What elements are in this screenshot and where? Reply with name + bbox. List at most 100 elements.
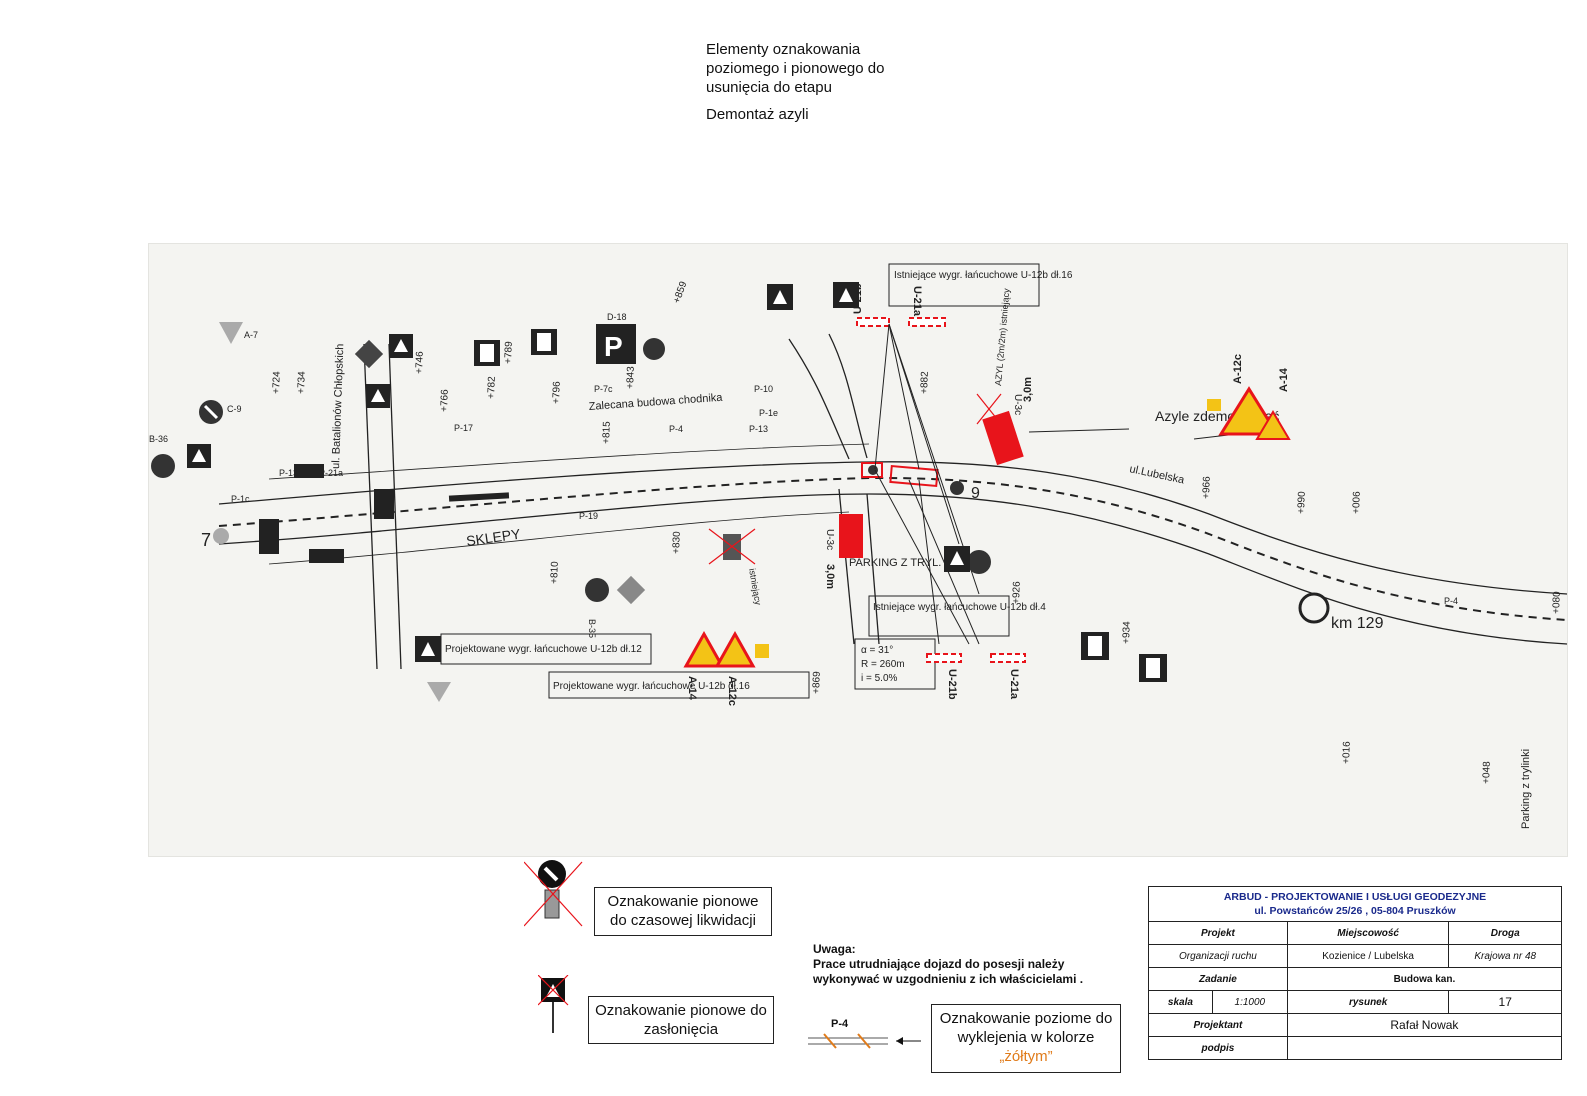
legend-yellow-word: „żółtym” — [999, 1048, 1053, 1065]
sign-b35: B-35 — [585, 578, 609, 638]
street-batalionow-label: ul. Batalionów Chłopskich — [330, 343, 346, 469]
mileage-766: +766 — [439, 389, 451, 412]
legend-cover: Oznakowanie pionowe do zasłonięcia — [588, 996, 774, 1044]
note-title: Uwaga: — [813, 942, 856, 956]
u3c-bottom-label: U-3c — [824, 529, 835, 550]
legend-p4-marking: P-4 — [806, 1018, 926, 1059]
p4-marking-label: P-4 — [831, 1018, 849, 1030]
sign-azyl-cross: AZYL (2m/2m) istniejący — [976, 287, 1012, 425]
sign-d15-2 — [531, 329, 557, 355]
u3c-top: 3,0m U-3c — [982, 377, 1034, 466]
sign-a12c-bottom: A-12c — [714, 630, 769, 706]
u12b-top-label: Istniejące wygr. łańcuchowe U-12b dł.16 — [894, 270, 1073, 281]
u3c-bottom: 3,0m U-3c — [824, 514, 863, 589]
stamp-droga-value: Krajowa nr 48 — [1448, 944, 1562, 968]
mileage-926: +926 — [1011, 581, 1023, 604]
p10-label: P-10 — [754, 384, 773, 394]
mileage-016: +016 — [1341, 741, 1353, 764]
p1c-label: P-1c — [231, 494, 250, 504]
stamp-miejscowosc-header: Miejscowość — [1286, 921, 1450, 945]
km-marker-label: km 129 — [1331, 615, 1384, 632]
sign-a7-bottom — [427, 682, 451, 702]
sign-a12c-top: A-12c — [1207, 354, 1280, 436]
sign-d15-bottom2 — [1139, 654, 1167, 682]
mileage-815: +815 — [601, 421, 613, 444]
legend-liquidation-text: Oznakowanie pionowe do czasowej likwidac… — [607, 893, 759, 929]
mileage-934: +934 — [1121, 621, 1133, 644]
p17-label: P-17 — [454, 423, 473, 433]
p13-label: P-13 — [279, 468, 298, 478]
road-plan-drawing: km 129 7 9 SKLEPY ul.Lubelska ul. Batali… — [148, 243, 1568, 857]
stamp-projektant-value: Rafał Nowak — [1286, 1013, 1563, 1037]
sign-a14-top: A-14 — [1255, 367, 1291, 440]
p1e-label: P-1e — [759, 408, 778, 418]
note-body: Prace utrudniające dojazd do posesji nal… — [813, 957, 1084, 986]
km-marker: km 129 — [1298, 592, 1384, 632]
svg-text:P: P — [604, 331, 623, 362]
legend-cover-text: Oznakowanie pionowe do zasłonięcia — [595, 1002, 767, 1038]
stamp-projekt-value: Organizacji ruchu — [1148, 944, 1288, 968]
stamp-rysunek-value: 17 — [1448, 990, 1562, 1014]
title-stamp-table: ARBUD - PROJEKTOWANIE I USŁUGI GEODEZYJN… — [1148, 886, 1563, 1060]
sklepy-label: SKLEPY — [465, 525, 522, 549]
header-title: Elementy oznakowania poziomego i pionowe… — [706, 41, 885, 96]
a12c-top-label: A-12c — [1232, 354, 1244, 384]
stamp-podpis-value — [1286, 1036, 1563, 1060]
sign-d6-3 — [389, 334, 413, 358]
mileage-843: +843 — [625, 366, 637, 389]
sign-b36-top — [643, 338, 665, 360]
node-7-label: 7 — [201, 530, 211, 550]
sign-d6-2 — [366, 384, 390, 408]
stamp-zadanie-value: Budowa kan. — [1286, 967, 1563, 991]
mileage-966: +966 — [1201, 476, 1213, 499]
leader-lines — [874, 323, 980, 645]
stamp-projektant-header: Projektant — [1148, 1013, 1288, 1037]
mileage-006: +006 — [1351, 491, 1363, 514]
mileage-796: +796 — [551, 381, 563, 404]
stamp-address: ul. Powstańców 25/26 , 05-804 Pruszków — [1254, 905, 1456, 917]
mileage-830: +830 — [671, 531, 683, 554]
stamp-podpis-header: podpis — [1148, 1036, 1288, 1060]
u21b-bottom-label: U-21b — [946, 669, 958, 700]
mileage-782: +782 — [486, 376, 498, 399]
stamp-zadanie-header: Zadanie — [1148, 967, 1288, 991]
parking-trylinki-label: Parking z trylinki — [1520, 749, 1532, 829]
sign-d18: P D-18 — [596, 312, 636, 364]
dim-3m-top-label: 3,0m — [1022, 377, 1034, 402]
mileage-789: +789 — [503, 341, 515, 364]
u21-top: U-21b U-21a — [852, 283, 946, 327]
sign-d15-1 — [474, 340, 500, 366]
p4-label: P-4 — [669, 424, 683, 434]
u12b-bottom-label: Istniejące wygr. łańcuchowe U-12b dł.4 — [873, 602, 1046, 613]
azyl-label: AZYL (2m/2m) istniejący — [993, 287, 1012, 386]
u21a-bottom-label: U-21a — [1008, 669, 1020, 700]
stamp-droga-header: Droga — [1448, 921, 1562, 945]
stamp-skala-header: skala — [1148, 990, 1213, 1014]
sign-d1-1 — [354, 339, 384, 369]
mileage-859: +859 — [671, 280, 689, 305]
header-note: Elementy oznakowania poziomego i pionowe… — [706, 40, 926, 124]
zalecana-label: Zalecana budowa chodnika — [588, 392, 723, 413]
dim-3m-bottom-label: 3,0m — [824, 564, 836, 589]
mileage-990: +990 — [1296, 491, 1308, 514]
mileage-724: +724 — [271, 371, 283, 394]
mileage-080: +080 — [1551, 591, 1563, 614]
road-plan-svg: km 129 7 9 SKLEPY ul.Lubelska ul. Batali… — [149, 263, 1568, 829]
stamp-miejscowosc-value: Kozienice / Lubelska — [1286, 944, 1450, 968]
stamp-company: ARBUD - PROJEKTOWANIE I USŁUGI GEODEZYJN… — [1223, 891, 1487, 903]
curve-radius: R = 260m — [861, 659, 905, 670]
stamp-skala-value: 1:1000 — [1211, 990, 1288, 1014]
b36-label: B-36 — [149, 434, 168, 444]
mileage-882: +882 — [919, 371, 931, 394]
sign-a14-bottom: A-14 — [683, 630, 725, 701]
mileage-869: +869 — [811, 671, 823, 694]
sign-d6-top2 — [767, 284, 793, 310]
sign-d6-1 — [187, 444, 211, 468]
mileage-746: +746 — [414, 351, 426, 374]
p7c-label: P-7c — [594, 384, 613, 394]
legend-liquidation-icon — [523, 860, 584, 935]
a14-top-label: A-14 — [1278, 367, 1290, 392]
a7-label: A-7 — [244, 330, 258, 340]
node-7 — [213, 528, 229, 544]
mileage-734: +734 — [296, 371, 308, 394]
